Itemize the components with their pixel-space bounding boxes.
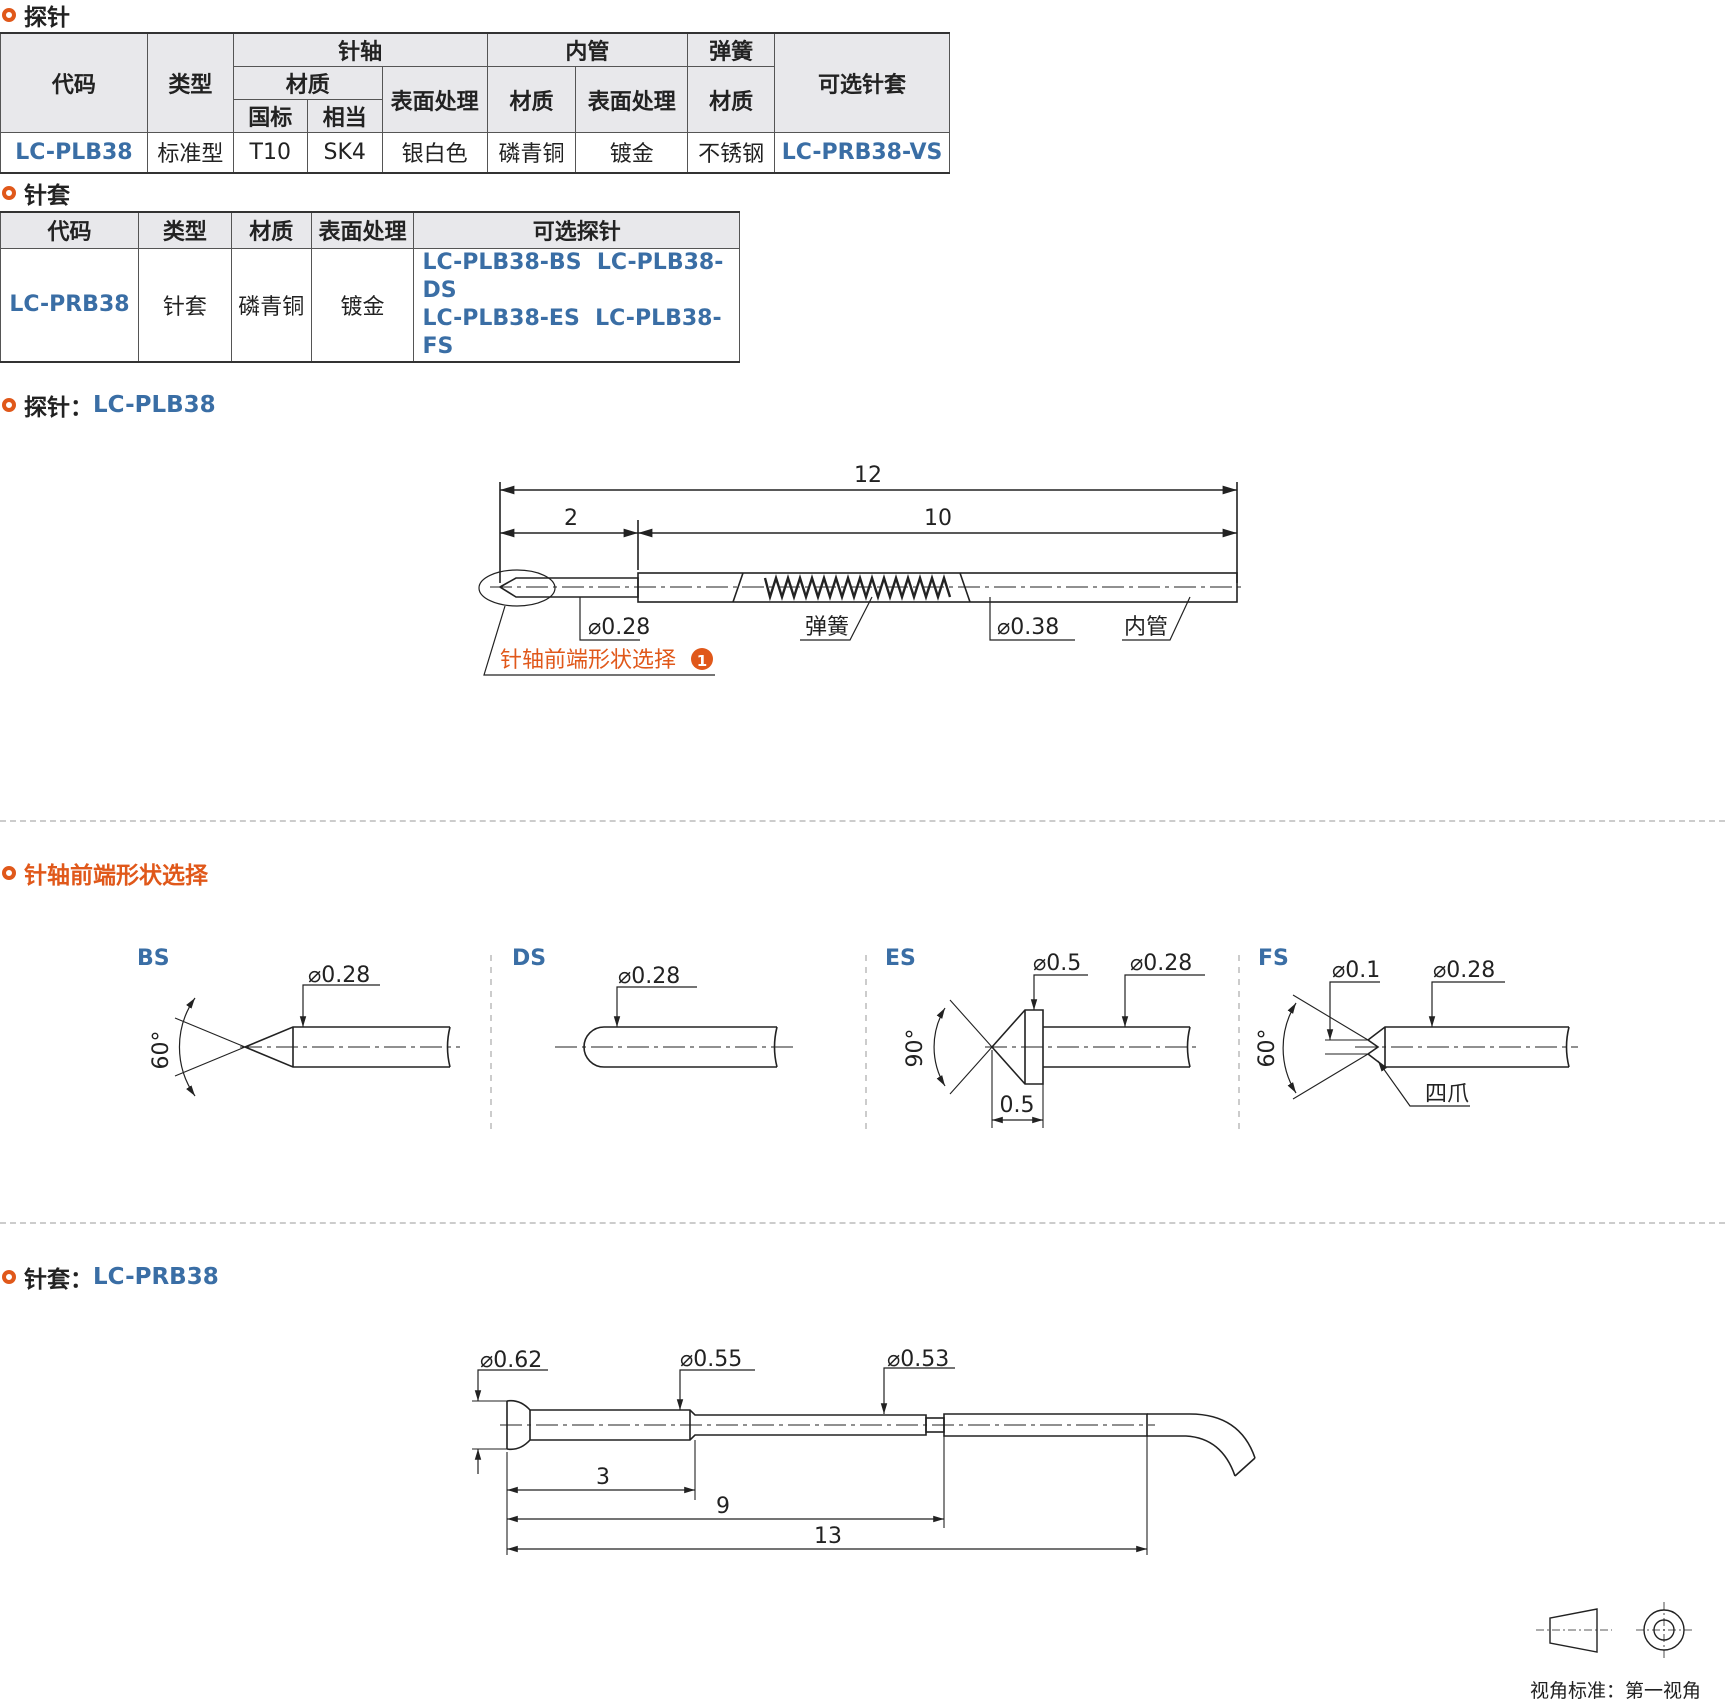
cell-std: T10 [232,132,308,174]
section-title-text: 探针 [24,5,70,31]
sleeve-spec-table: 代码 类型 材质 表面处理 可选探针 LC-PRB38 针套 磷青铜 镀金 LC… [0,211,740,363]
header-type: 类型 [137,211,232,249]
probe-shaft [498,577,639,598]
cell-code[interactable]: LC-PRB38 [0,247,139,363]
header-surface: 表面处理 [310,211,415,249]
section-title-text: 探针： [24,395,93,421]
section-title-code[interactable]: LC-PLB38 [93,392,216,418]
cell-tube-surface: 镀金 [575,132,689,174]
circle-bullet-icon [2,866,16,880]
header-equiv: 相当 [306,99,383,133]
section-title-tip-shapes: 针轴前端形状选择 [2,858,208,889]
tip-bs-drawing [174,984,460,1097]
cell-spring-material: 不锈钢 [687,132,776,174]
shaft-diameter-label: ⌀0.28 [588,615,650,640]
circle-bullet-icon [2,398,16,412]
cell-type: 针套 [137,247,232,363]
header-probe: 可选探针 [413,211,740,249]
tip-fs-diameter: ⌀0.28 [1433,958,1495,983]
projection-label: 视角标准：第一视角 [1530,1680,1701,1702]
header-shaft-surface: 表面处理 [381,66,488,133]
spring-coil [763,574,952,602]
sleeve-dim-c: 13 [814,1524,842,1549]
probe-tube [637,572,1238,603]
sleeve-dia1-label: ⌀0.62 [480,1348,542,1373]
section-title-text: 针套 [24,183,70,209]
dim-total-label: 12 [854,463,882,488]
tip-fs-angle: 60° [1255,1029,1280,1068]
probe-link[interactable]: LC-PLB38-BS [422,249,582,275]
section-title-sleeve-drawing: 针套：LC-PRB38 [2,1262,219,1293]
sleeve-dim-b: 9 [716,1494,730,1519]
dim-body-label: 10 [924,506,952,531]
circle-bullet-icon [2,1270,16,1284]
cell-type: 标准型 [146,132,234,174]
circle-bullet-icon [2,8,16,22]
tip-select-label[interactable]: 针轴前端形状选择 [500,648,676,673]
tube-label: 内管 [1124,615,1168,640]
cell-code[interactable]: LC-PLB38 [0,132,148,174]
tip-es-length: 0.5 [1000,1093,1035,1118]
tip-es-diameter: ⌀0.28 [1130,951,1192,976]
tip-bs-angle: 60° [149,1031,174,1070]
divider [0,820,1725,822]
probe-link[interactable]: LC-PLB38-DS [422,249,724,303]
probe-drawing [478,482,1245,676]
probe-link[interactable]: LC-PLB38-FS [422,305,722,359]
tip-fs-drawing [1282,981,1578,1107]
tip-es-drawing [933,974,1205,1128]
badge-number: 1 [697,652,707,670]
header-type: 类型 [146,32,234,133]
section-title-code[interactable]: LC-PRB38 [93,1264,219,1290]
sleeve-drawing [472,1367,1256,1555]
section-title-probe-drawing: 探针：LC-PLB38 [2,390,216,421]
section-title-sleeve: 针套 [2,178,70,209]
cell-shaft-surface: 银白色 [381,132,488,174]
header-sleeve: 可选针套 [774,32,950,133]
sleeve-dia2-label: ⌀0.55 [680,1347,742,1372]
tip-es-name[interactable]: ES [885,946,916,971]
tube-diameter-label: ⌀0.38 [997,615,1059,640]
tip-es-head-diameter: ⌀0.5 [1033,951,1081,976]
section-title-text: 针轴前端形状选择 [24,863,208,889]
tip-fs-tip-diameter: ⌀0.1 [1332,958,1380,983]
dim-tip-label: 2 [564,506,578,531]
badge-icon [691,648,713,670]
section-title-text: 针套： [24,1267,93,1293]
cell-probe-list: LC-PLB38-BS LC-PLB38-DS LC-PLB38-ES LC-P… [413,247,740,363]
tip-fs-name[interactable]: FS [1258,946,1289,971]
header-code: 代码 [0,32,148,133]
probe-spec-table: 代码 类型 针轴 内管 弹簧 可选针套 材质 表面处理 材质 表面处理 材质 国… [0,32,950,174]
tip-bs-diameter: ⌀0.28 [308,963,370,988]
sleeve-dim-a: 3 [596,1465,610,1490]
divider [0,1222,1725,1224]
section-title-probe: 探针 [2,0,70,31]
header-code: 代码 [0,211,139,249]
tip-ds-name[interactable]: DS [512,946,546,971]
tip-ds-drawing [555,986,795,1068]
header-material: 材质 [230,211,312,249]
sleeve-dia3-label: ⌀0.53 [887,1347,949,1372]
tip-ds-diameter: ⌀0.28 [618,964,680,989]
tip-fs-claw-label: 四爪 [1425,1082,1469,1107]
tip-bs-name[interactable]: BS [137,946,170,971]
header-tube-material: 材质 [486,66,577,133]
cell-sleeve[interactable]: LC-PRB38-VS [774,132,950,174]
cell-tube-material: 磷青铜 [486,132,577,174]
tip-es-angle: 90° [903,1029,928,1068]
first-angle-projection-icon [1536,1602,1692,1658]
header-tube-surface: 表面处理 [575,66,689,133]
header-spring-material: 材质 [687,66,776,133]
probe-link[interactable]: LC-PLB38-ES [422,305,580,331]
cell-equiv: SK4 [306,132,383,174]
circle-bullet-icon [2,186,16,200]
cell-material: 磷青铜 [230,247,312,363]
spring-label: 弹簧 [805,615,849,640]
header-std: 国标 [232,99,308,133]
